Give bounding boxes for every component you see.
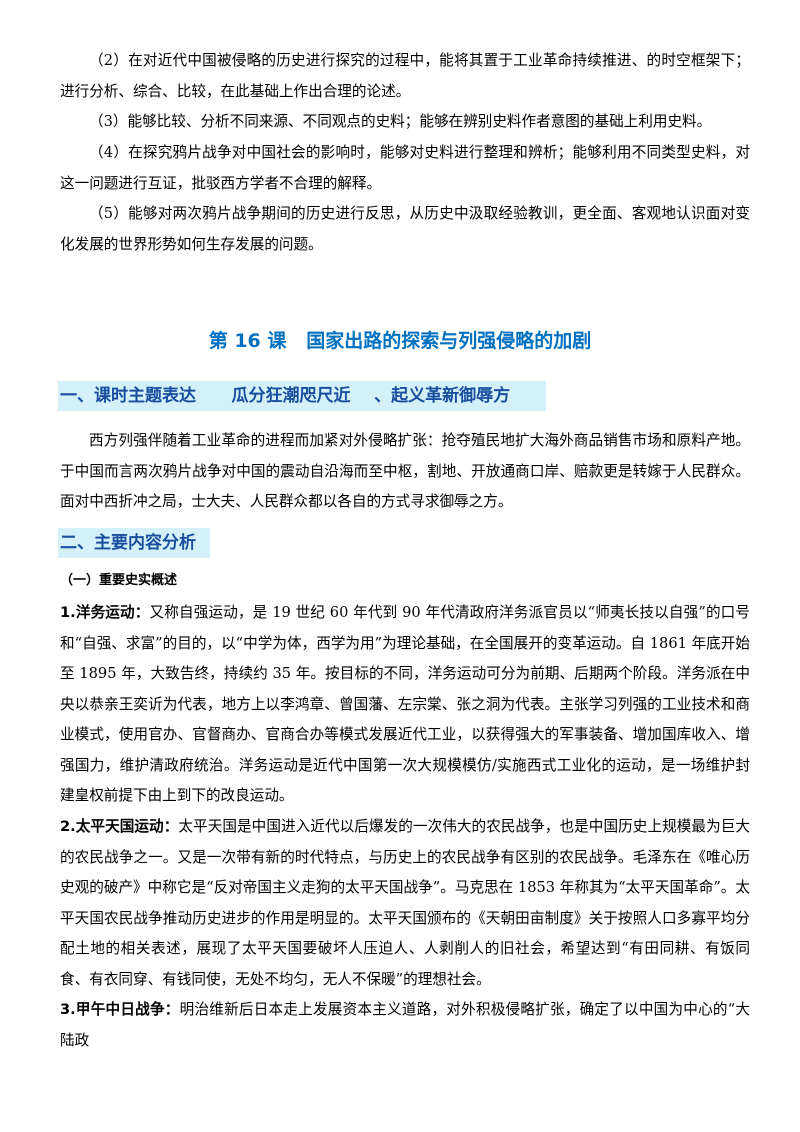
section1-heading-highlight xyxy=(58,381,546,411)
lesson-title: 第 16 课 国家出路的探索与列强侵略的加剧 xyxy=(0,326,800,353)
fact-item-westernization: 1.洋务运动：又称自强运动，是 19 世纪 60 年代到 90 年代清政府洋务派… xyxy=(60,598,750,812)
lesson-name: 国家出路的探索与列强侵略的加剧 xyxy=(306,330,592,352)
objective-5: （5）能够对两次鸦片战争期间的历史进行反思，从历史中汲取经验教训，更全面、客观地… xyxy=(60,205,750,253)
objective-2: （2）在对近代中国被侵略的历史进行探究的过程中，能将其置于工业革命持续推进、的时… xyxy=(60,52,750,100)
lesson-number: 第 16 课 xyxy=(208,330,287,352)
section2-heading-highlight xyxy=(58,528,210,558)
fact-item-text: 明治维新后日本走上发展资本主义道路，对外积极侵略扩张，确定了以中国为中心的“大陆… xyxy=(60,1001,751,1049)
fact-item-lead: 3.甲午中日战争： xyxy=(60,1001,180,1018)
fact-item-lead: 2.太平天国运动： xyxy=(60,818,179,835)
section2-heading: 二、主要内容分析 xyxy=(60,533,196,553)
subsection-heading: （一）重要史实概述 xyxy=(60,573,178,588)
fact-item-text: 太平天国是中国进入近代以后爆发的一次伟大的农民战争，也是中国历史上规模最为巨大的… xyxy=(60,818,750,988)
fact-item-taiping: 2.太平天国运动：太平天国是中国进入近代以后爆发的一次伟大的农民战争，也是中国历… xyxy=(60,812,750,995)
objective-4: （4）在探究鸦片战争对中国社会的影响时，能够对史料进行整理和辨析；能够利用不同类… xyxy=(60,144,750,192)
fact-item-sino-japanese-war: 3.甲午中日战争：明治维新后日本走上发展资本主义道路，对外积极侵略扩张，确定了以… xyxy=(60,995,750,1056)
section1-body: 西方列强伴随着工业革命的进程而加紧对外侵略扩张：抢夺殖民地扩大海外商品销售市场和… xyxy=(60,432,750,510)
section1-heading: 一、课时主题表达 瓜分狂潮咫尺近 、起义革新御辱方 xyxy=(60,386,511,406)
fact-item-lead: 1.洋务运动： xyxy=(60,604,150,621)
objective-3: （3）能够比较、分析不同来源、不同观点的史料；能够在辨别史料作者意图的基础上利用… xyxy=(89,113,712,130)
fact-item-text: 又称自强运动，是 19 世纪 60 年代到 90 年代清政府洋务派官员以“师夷长… xyxy=(60,604,751,804)
